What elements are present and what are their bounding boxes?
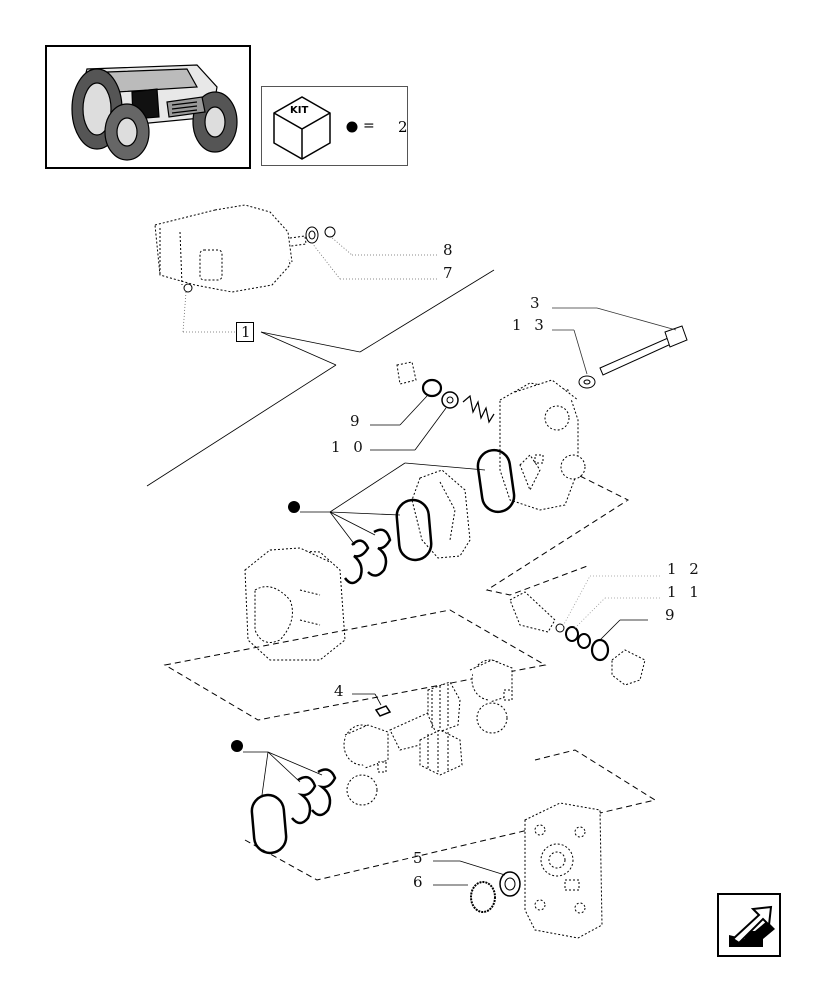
part-6-circlip <box>470 881 496 913</box>
rear-cover <box>499 379 586 511</box>
callout-3: 3 <box>530 294 544 312</box>
back-arrow-icon <box>729 905 775 947</box>
callout-4: 4 <box>334 682 348 700</box>
part-10-washer <box>441 391 459 409</box>
kit-equals-sign: = <box>363 118 375 134</box>
part-12-ring <box>565 626 579 642</box>
thrust-plate <box>411 469 471 559</box>
callout-5: 5 <box>413 849 427 867</box>
part-4-key <box>374 705 392 717</box>
callout-7: 7 <box>443 264 457 282</box>
part-11-ring <box>577 633 591 649</box>
dashed-link-2 <box>163 609 547 721</box>
callout-11: 1 1 <box>667 583 703 601</box>
large-seal-top <box>476 448 516 514</box>
callout-1-box: 1 <box>236 322 254 342</box>
kit-bullet-icon <box>346 121 358 133</box>
assembled-pump <box>154 204 307 293</box>
callout-9-lower: 9 <box>665 606 679 624</box>
kit-bullet-lower <box>231 740 243 752</box>
part-3-bolt <box>599 325 688 376</box>
seal-3-shape-d <box>311 768 337 817</box>
relief-valve <box>509 591 556 633</box>
part-9-oring <box>421 378 443 398</box>
spring <box>462 394 495 424</box>
part-9b-oring <box>590 638 610 662</box>
seal-3-shape-b <box>367 528 392 577</box>
callout-8: 8 <box>443 241 457 259</box>
dashed-link-1 <box>485 475 630 596</box>
callout-13: 1 3 <box>512 316 548 334</box>
callout-10: 1 0 <box>331 438 367 456</box>
dashed-link-3 <box>244 749 657 881</box>
callout-9-upper: 9 <box>350 412 364 430</box>
seal-middle <box>395 498 433 562</box>
kit-quantity: 2 <box>398 118 408 136</box>
seal-3-shape-a <box>343 539 370 585</box>
callout-1: 1 <box>241 323 251 341</box>
kit-legend: KIT = 2 <box>261 86 408 166</box>
part-7-washer <box>305 226 319 244</box>
driven-gear <box>419 729 463 776</box>
callout-12: 1 2 <box>667 560 703 578</box>
kit-label: KIT <box>290 105 309 116</box>
tractor-thumbnail-icon <box>71 64 238 161</box>
seal-3-shape-c <box>291 775 317 825</box>
upper-bushing <box>469 659 513 734</box>
front-cover <box>524 802 603 939</box>
tractor-thumbnail[interactable] <box>45 45 251 169</box>
lower-bushing <box>343 724 389 806</box>
part-13-washer <box>578 375 596 389</box>
kit-bullet-upper <box>288 501 300 513</box>
pump-body <box>244 547 346 661</box>
part-5-shaft-seal <box>499 871 521 897</box>
large-seal-bottom <box>250 793 288 855</box>
callout-6: 6 <box>413 873 427 891</box>
back-button[interactable] <box>717 893 781 957</box>
kit-box-icon <box>273 96 358 160</box>
part-8-nut <box>324 226 336 238</box>
